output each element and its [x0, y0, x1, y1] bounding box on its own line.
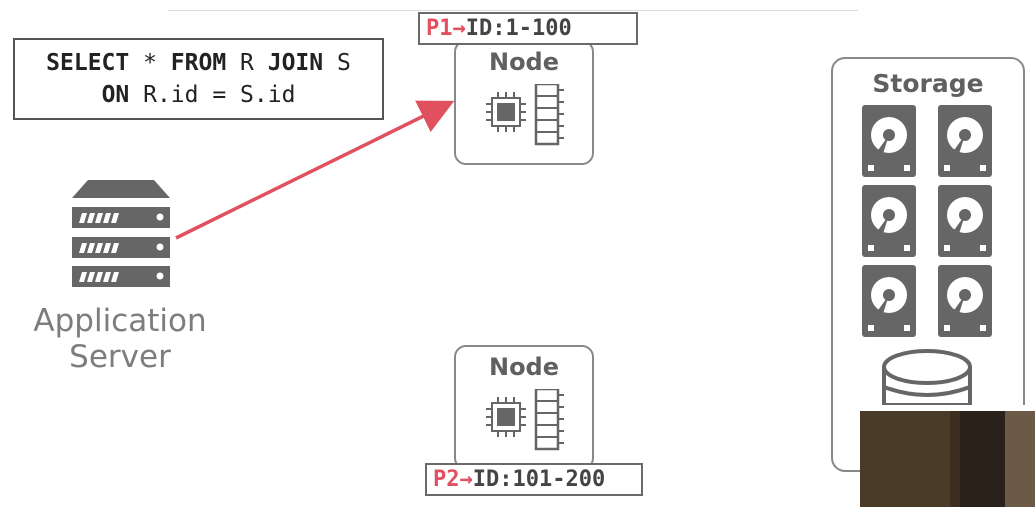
sql-token: R.id = S.id [129, 82, 296, 108]
database-icon [882, 349, 972, 405]
hard-drive-icon [938, 105, 992, 177]
partition-key: P2→ [433, 467, 473, 492]
hard-drive-icon [862, 265, 916, 337]
cpu-memory-icon [486, 389, 564, 451]
sql-token: JOIN [267, 50, 324, 76]
storage-title: Storage [872, 69, 984, 98]
hard-drive-icon [938, 185, 992, 257]
sql-token: ON [101, 82, 130, 108]
top-divider [168, 10, 858, 11]
sql-line-1: SELECT * FROM R JOIN S [15, 47, 382, 79]
partition-range: ID:101-200 [472, 467, 606, 492]
partition-range: ID:1-100 [465, 16, 572, 41]
partition-label-p1: P1→ID:1-100 [418, 12, 638, 45]
hard-drive-icon [862, 105, 916, 177]
cpu-memory-icon [486, 84, 564, 146]
sql-token: SELECT [46, 50, 130, 76]
app-label-line-1: Application [33, 303, 207, 339]
node-1: Node [454, 40, 594, 165]
partition-label-p2: P2→ID:101-200 [425, 463, 643, 496]
server-rack-icon [72, 180, 170, 287]
disk-array [862, 105, 992, 405]
application-server-label: Application Server [20, 303, 220, 375]
video-frame [860, 405, 1035, 507]
node-title: Node [488, 353, 560, 381]
sql-token: R [226, 50, 268, 76]
hard-drive-icon [938, 265, 992, 337]
sql-token: * [129, 50, 171, 76]
node-title: Node [488, 48, 560, 76]
presenter-video-overlay [860, 405, 1035, 507]
sql-token: FROM [170, 50, 227, 76]
sql-line-2: ON R.id = S.id [15, 79, 382, 111]
hard-drive-icon [862, 185, 916, 257]
node-2: Node [454, 345, 594, 470]
sql-query-box: SELECT * FROM R JOIN S ON R.id = S.id [13, 38, 384, 120]
partition-key: P1→ [426, 16, 466, 41]
app-label-line-2: Server [69, 339, 171, 375]
sql-token: S [323, 50, 351, 76]
